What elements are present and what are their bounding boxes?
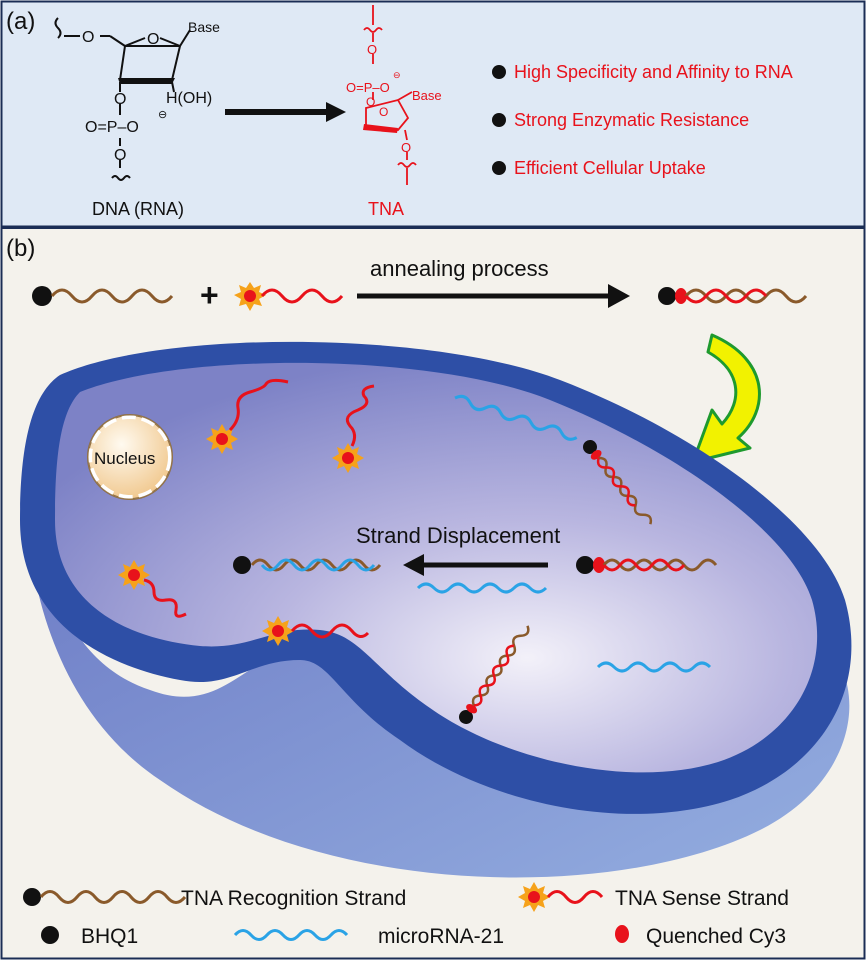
dna-top-wavy-bond: [54, 17, 62, 39]
plus-sign: +: [200, 277, 219, 313]
dna-ring-o: O: [147, 31, 159, 48]
tna-ring-o: O: [379, 105, 388, 119]
conversion-arrowhead-icon: [326, 102, 346, 122]
dna-structure: [54, 17, 191, 181]
product-duplex-blue: [260, 558, 376, 572]
legend-recognition-icon: [39, 890, 187, 904]
panel-b-label: (b): [6, 235, 35, 262]
product-duplex-bhq1-icon: [233, 556, 251, 574]
diagonal-duplex: [583, 440, 653, 525]
legend-bhq1-icon: [41, 926, 59, 944]
duplex-red-strand: [684, 288, 768, 304]
dna-bottom-wavy-bond: [111, 175, 131, 181]
duplex-cy3-icon: [675, 288, 687, 304]
legend-quenched-label: Quenched Cy3: [646, 925, 786, 948]
tna-phosphate: O=P–O: [346, 80, 390, 95]
tna-o-link: O: [366, 95, 375, 109]
legend-microrna-icon: [233, 929, 349, 941]
source-duplex-brown: [602, 558, 718, 572]
microrna-strand: [416, 582, 548, 594]
bullet-specificity: High Specificity and Affinity to RNA: [514, 62, 793, 82]
displacement-arrowhead-icon: [403, 554, 424, 576]
legend-bhq1-dot-icon: [23, 888, 41, 906]
free-sense-strand: [118, 560, 187, 618]
bullet-icon: [492, 161, 506, 175]
tna-minus-icon: ⊖: [393, 70, 401, 80]
dna-o-bottom: O: [114, 147, 126, 164]
nucleus-label: Nucleus: [94, 449, 155, 468]
tna-base: Base: [412, 88, 442, 103]
recognition-strand-icon: [50, 288, 174, 304]
microrna-strand: [596, 661, 712, 673]
legend-sense-icon: [546, 890, 604, 904]
dna-hoh: H(OH): [166, 90, 212, 107]
dna-minus-icon: ⊖: [158, 109, 167, 121]
free-sense-strand: [262, 616, 370, 646]
microrna-strand: [454, 394, 578, 441]
legend-cy3-core-icon: [528, 891, 540, 903]
source-duplex-red: [602, 558, 686, 572]
tna-caption: TNA: [368, 199, 404, 219]
duplex-bhq1-icon: [658, 287, 676, 305]
legend-quenched-cy3-icon: [615, 925, 629, 943]
legend-sense-label: TNA Sense Strand: [615, 887, 789, 910]
diagonal-duplex: [459, 625, 530, 724]
annealing-arrowhead-icon: [608, 284, 630, 308]
dna-caption: DNA (RNA): [92, 199, 184, 219]
dna-o-mid: O: [114, 91, 126, 108]
bullet-uptake: Efficient Cellular Uptake: [514, 158, 706, 178]
dna-base: Base: [188, 19, 220, 35]
cy3-core-icon: [244, 290, 256, 302]
tna-o-top: O: [367, 42, 377, 57]
dna-phosphate: O=P–O: [85, 119, 139, 136]
panel-a-frame: [0, 0, 866, 228]
curved-entry-arrow-icon: [691, 333, 761, 464]
legend-bhq1-label: BHQ1: [81, 925, 138, 948]
free-sense-strand: [332, 384, 375, 473]
dna-o-top: O: [82, 29, 94, 46]
bullet-icon: [492, 65, 506, 79]
sense-strand-icon: [260, 288, 344, 304]
tna-o-bottom: O: [401, 140, 411, 155]
panel-a-label: (a): [6, 8, 35, 35]
tna-structure: [363, 5, 417, 185]
legend-recognition-label: TNA Recognition Strand: [181, 887, 406, 910]
bullet-icon: [492, 113, 506, 127]
free-sense-strand: [206, 378, 289, 454]
nucleus: [87, 414, 173, 500]
legend-microrna-label: microRNA-21: [378, 925, 504, 948]
source-duplex-bhq1-icon: [576, 556, 594, 574]
bullet-resistance: Strong Enzymatic Resistance: [514, 110, 749, 130]
annealing-label: annealing process: [370, 256, 549, 281]
bhq1-dot-icon: [32, 286, 52, 306]
displacement-label: Strand Displacement: [356, 523, 560, 548]
source-duplex-cy3-icon: [593, 557, 605, 573]
